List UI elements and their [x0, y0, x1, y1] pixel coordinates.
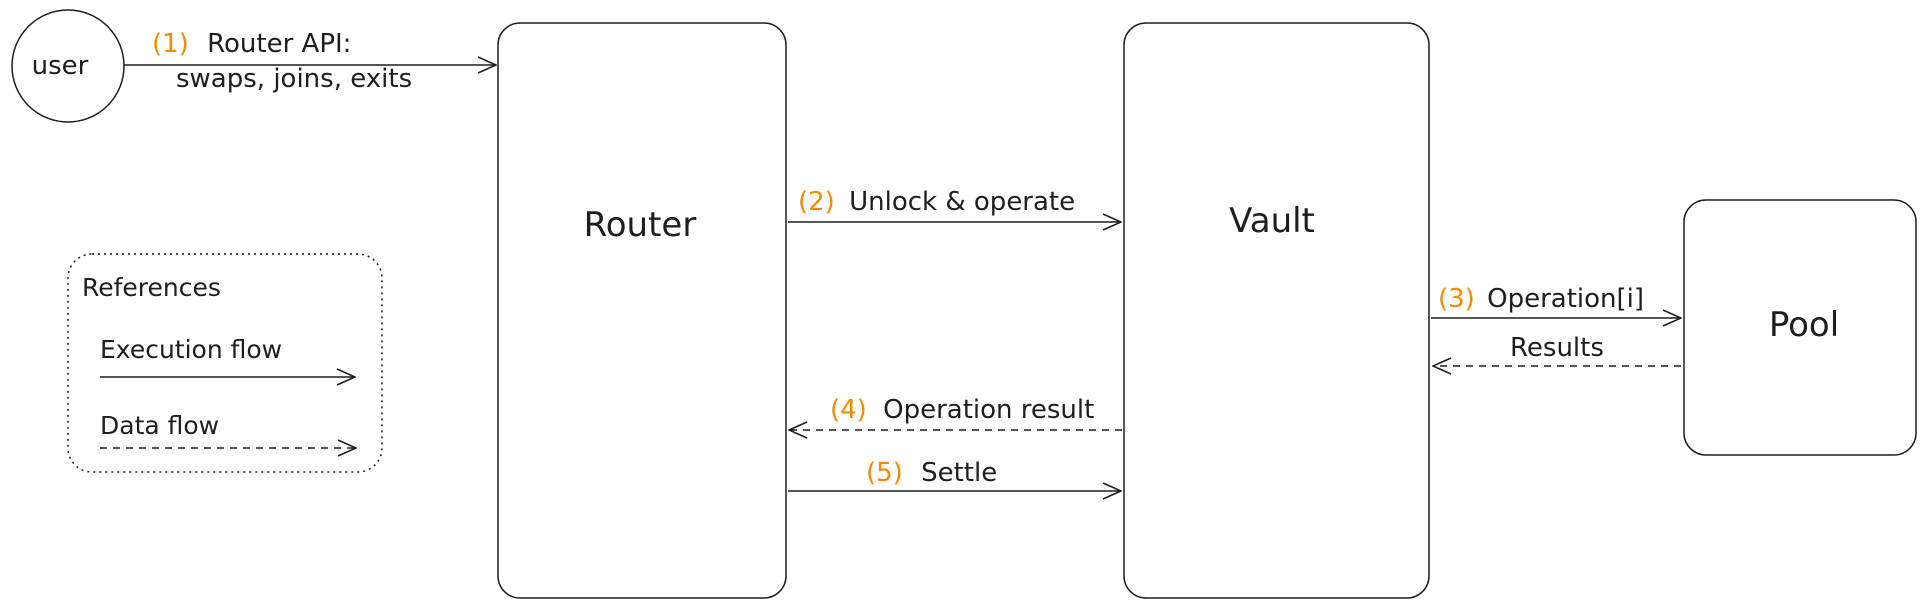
router-node-label: Router [584, 205, 697, 245]
edge-results-label: Results [1510, 333, 1604, 363]
edge-5-label: (5) Settle [866, 458, 997, 488]
vault-node-label: Vault [1229, 201, 1315, 241]
edge-1-step-number: (1) [152, 29, 189, 59]
user-node [11, 9, 125, 123]
user-node-label: user [32, 51, 89, 81]
edge-1-label-line1: (1) Router API: [152, 29, 351, 59]
edge-1-label-line2: swaps, joins, exits [176, 64, 412, 94]
router-node [497, 22, 787, 599]
edge-1-label-text: Router API: [207, 29, 351, 59]
edge-3-step-number: (3) [1438, 284, 1475, 314]
edge-2-step-number: (2) [798, 187, 835, 217]
legend-data-label: Data flow [100, 411, 219, 440]
vault-node [1123, 22, 1430, 599]
edge-2-label-text: Unlock & operate [849, 187, 1075, 217]
edge-4-step-number: (4) [830, 395, 867, 425]
legend-execution-label: Execution flow [100, 335, 282, 364]
edge-3-label: (3) Operation[i] [1438, 284, 1644, 314]
edge-4-label: (4) Operation result [830, 395, 1094, 425]
edge-5-label-text: Settle [921, 458, 997, 488]
edge-4-label-text: Operation result [883, 395, 1094, 425]
pool-node-label: Pool [1769, 305, 1839, 345]
edge-2-label: (2) Unlock & operate [798, 187, 1075, 217]
pool-node [1683, 199, 1917, 456]
edge-3-label-text: Operation[i] [1487, 284, 1644, 314]
edge-5-step-number: (5) [866, 458, 903, 488]
legend-title: References [82, 273, 221, 302]
legend-box [67, 253, 383, 473]
